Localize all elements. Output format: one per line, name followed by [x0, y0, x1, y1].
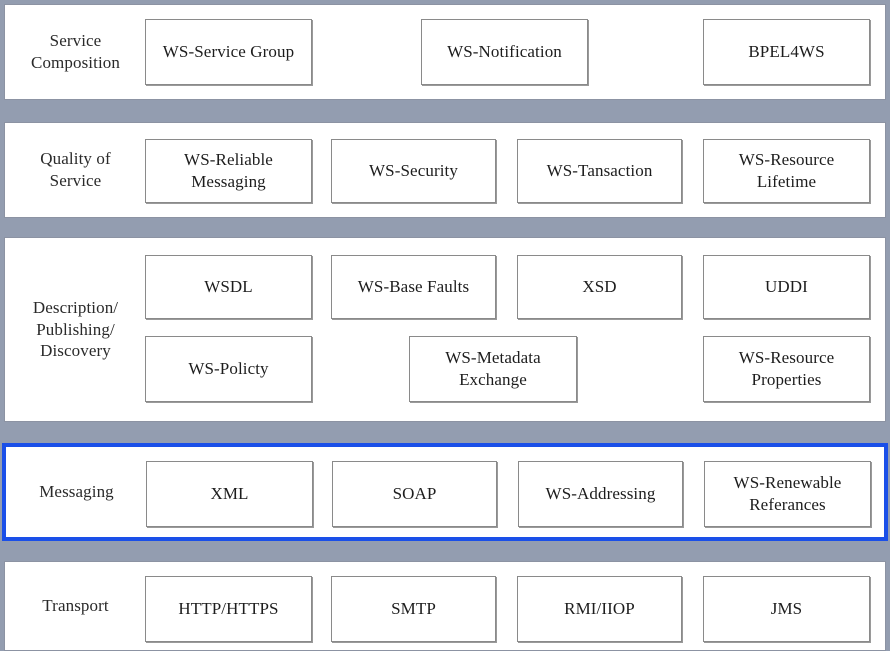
layer-label-line: Service [49, 171, 102, 190]
protocol-box[interactable]: UDDI [703, 255, 870, 319]
layer-label-line: Messaging [39, 482, 114, 502]
layer-description-publishing-discovery[interactable]: Description/Publishing/Discovery WSDL WS-B… [4, 237, 886, 422]
layer-label-quality-of-service: Quality of Service [5, 148, 146, 192]
protocol-box-label: XML [210, 483, 249, 503]
protocol-box-label: RMI/IIOP [564, 598, 635, 618]
layer-label-line: Quality of [40, 149, 111, 169]
layer-label-line: Service [49, 31, 102, 51]
protocol-box[interactable]: XML [146, 461, 313, 527]
protocol-box-label: BPEL4WS [748, 41, 825, 61]
protocol-box-label: Properties [751, 370, 822, 389]
protocol-box-label: WS-Base Faults [357, 276, 470, 296]
protocol-box-label: SOAP [392, 483, 437, 503]
protocol-box-label: WS-Policty [188, 358, 269, 378]
protocol-box-label: Referances [749, 495, 826, 514]
protocol-box[interactable]: JMS [703, 576, 870, 642]
protocol-box[interactable]: RMI/IIOP [517, 576, 682, 642]
layer-label-transport: Transport [5, 595, 146, 617]
protocol-box-label: WS-Renewable [733, 472, 842, 492]
protocol-box-label: WS-Resource [738, 347, 835, 367]
layer-label-line: Discovery [40, 341, 111, 361]
protocol-box[interactable]: WS-Notification [421, 19, 588, 85]
protocol-box-label: SMTP [391, 598, 436, 618]
protocol-box-label: WSDL [204, 276, 253, 296]
layer-transport[interactable]: Transport HTTP/HTTPS SMTP RMI/IIOP JMS [4, 561, 886, 651]
protocol-box[interactable]: XSD [517, 255, 682, 319]
layer-body-service-composition: WS-Service Group WS-Notification BPEL4WS [145, 5, 885, 99]
protocol-box-label: HTTP/HTTPS [178, 598, 279, 618]
layer-messaging[interactable]: Messaging XML SOAP WS-Addressing WS-Renewabl… [2, 443, 888, 541]
layer-label-line: Transport [42, 596, 109, 616]
protocol-box-label: WS-Addressing [545, 483, 656, 503]
protocol-box[interactable]: WSDL [145, 255, 312, 319]
layer-body-description-publishing-discovery: WSDL WS-Base Faults XSD UDDI WS-Policty WS-Me… [145, 238, 885, 421]
protocol-box-label: WS-Metadata [445, 347, 541, 367]
protocol-box[interactable]: WS-Security [331, 139, 496, 203]
protocol-box-label: Exchange [459, 370, 527, 389]
protocol-box[interactable]: WS-Service Group [145, 19, 312, 85]
protocol-box[interactable]: WS-Base Faults [331, 255, 496, 319]
protocol-box[interactable]: BPEL4WS [703, 19, 870, 85]
protocol-box-label: Lifetime [756, 172, 817, 191]
protocol-box-label: WS-Security [369, 160, 458, 180]
protocol-box[interactable]: WS-Addressing [518, 461, 683, 527]
layer-label-messaging: Messaging [6, 481, 147, 503]
protocol-box[interactable]: SOAP [332, 461, 497, 527]
protocol-box-label: WS-Resource [738, 149, 835, 169]
protocol-box-label: WS-Notification [447, 41, 562, 61]
protocol-box-label: Messaging [191, 172, 266, 191]
protocol-box-label: JMS [770, 598, 803, 618]
layer-body-transport: HTTP/HTTPS SMTP RMI/IIOP JMS [145, 562, 885, 650]
protocol-box[interactable]: WS-Policty [145, 336, 312, 402]
protocol-box[interactable]: WS-Tansaction [517, 139, 682, 203]
protocol-box[interactable]: SMTP [331, 576, 496, 642]
protocol-box-label: WS-Service Group [162, 41, 295, 61]
layer-label-line: Description/ [32, 297, 119, 317]
protocol-box-label: WS-Tansaction [546, 160, 653, 180]
protocol-box[interactable]: HTTP/HTTPS [145, 576, 312, 642]
protocol-box-label: UDDI [765, 276, 808, 296]
protocol-box-label: XSD [582, 276, 617, 296]
layer-label-line: Publishing/ [36, 319, 115, 339]
protocol-box-label: WS-Reliable [184, 149, 273, 169]
layer-label-line: Composition [31, 53, 120, 72]
layer-label-description-publishing-discovery: Description/Publishing/Discovery [5, 297, 146, 362]
